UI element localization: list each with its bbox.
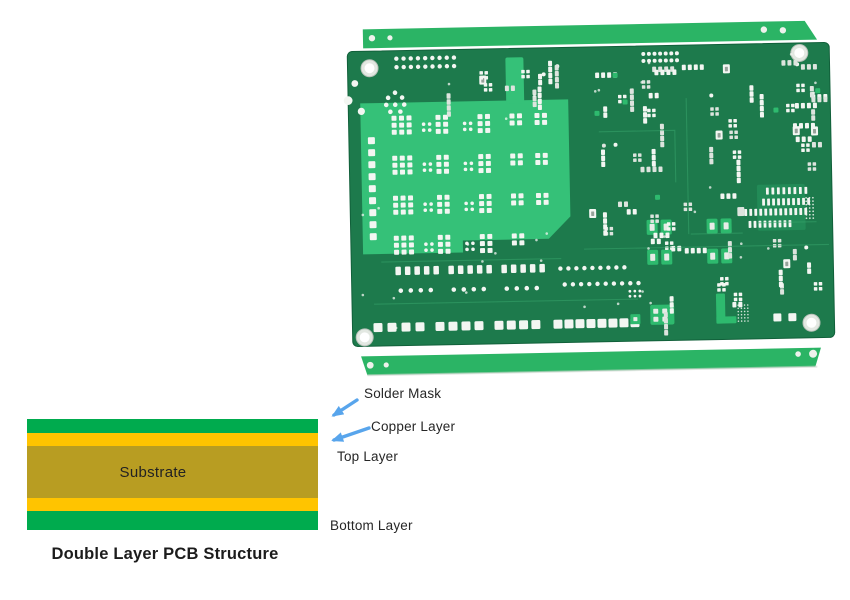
substrate-label: Substrate: [119, 464, 187, 481]
layer-copper-top: [27, 433, 318, 446]
copper-layer-label: Copper Layer: [371, 419, 456, 434]
layer-copper-bottom: [27, 498, 318, 511]
pcb-layer-diagram: [27, 419, 318, 530]
diagram-title: Double Layer PCB Structure: [51, 545, 279, 563]
layer-substrate: [27, 446, 318, 498]
bottom-layer-label: Bottom Layer: [330, 518, 413, 533]
layer-solder-mask-bottom: [27, 511, 318, 530]
top-layer-label: Top Layer: [337, 449, 399, 464]
solder-mask-label: Solder Mask: [364, 386, 442, 401]
layer-solder-mask-top: [27, 419, 318, 433]
